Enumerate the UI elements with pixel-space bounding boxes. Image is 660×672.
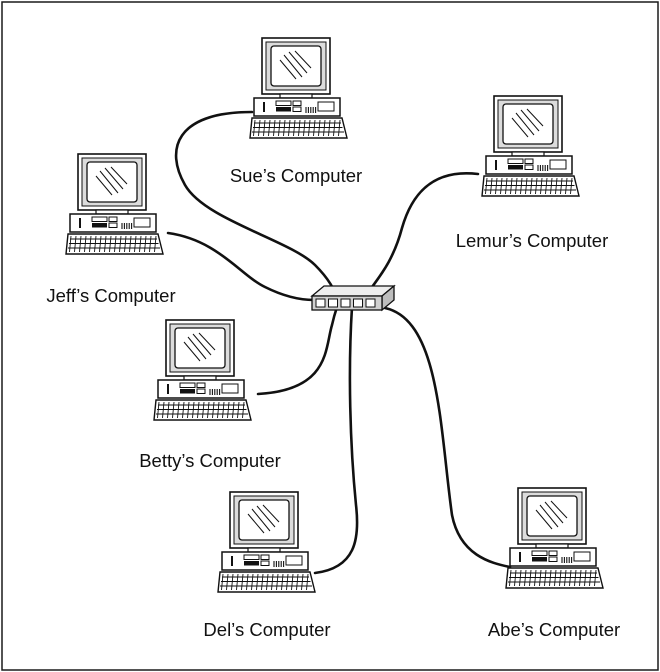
computer-betty: Betty’s Computer (139, 319, 281, 471)
computer-label: Jeff’s Computer (46, 285, 175, 306)
computer-label: Betty’s Computer (139, 450, 281, 471)
computer-jeff: Jeff’s Computer (46, 153, 176, 306)
computer-label: Sue’s Computer (230, 165, 362, 186)
network-switch-icon (310, 284, 396, 312)
cable-lemur (368, 171, 480, 292)
cable-abe (383, 306, 512, 569)
desktop-computer-icon (153, 319, 252, 421)
switch-port (365, 298, 376, 308)
cable-del (313, 305, 359, 575)
switch-port (340, 298, 351, 308)
computer-del: Del’s Computer (203, 491, 331, 640)
desktop-computer-icon (217, 491, 316, 593)
switch-port (353, 298, 363, 308)
desktop-computer-icon (481, 95, 580, 197)
cable-betty (256, 305, 339, 396)
computer-label: Del’s Computer (203, 619, 330, 640)
computer-lemur: Lemur’s Computer (456, 95, 609, 251)
cable-sue (174, 110, 340, 304)
desktop-computer-icon (65, 153, 164, 255)
cable-jeff (166, 231, 316, 302)
computer-label: Abe’s Computer (488, 619, 620, 640)
computer-label: Lemur’s Computer (456, 230, 609, 251)
desktop-computer-icon (249, 37, 348, 139)
desktop-computer-icon (505, 487, 604, 589)
computer-abe: Abe’s Computer (488, 487, 620, 640)
switch-port (315, 298, 326, 308)
switch-port (328, 298, 338, 308)
cables (166, 110, 512, 575)
computer-sue: Sue’s Computer (230, 37, 362, 186)
